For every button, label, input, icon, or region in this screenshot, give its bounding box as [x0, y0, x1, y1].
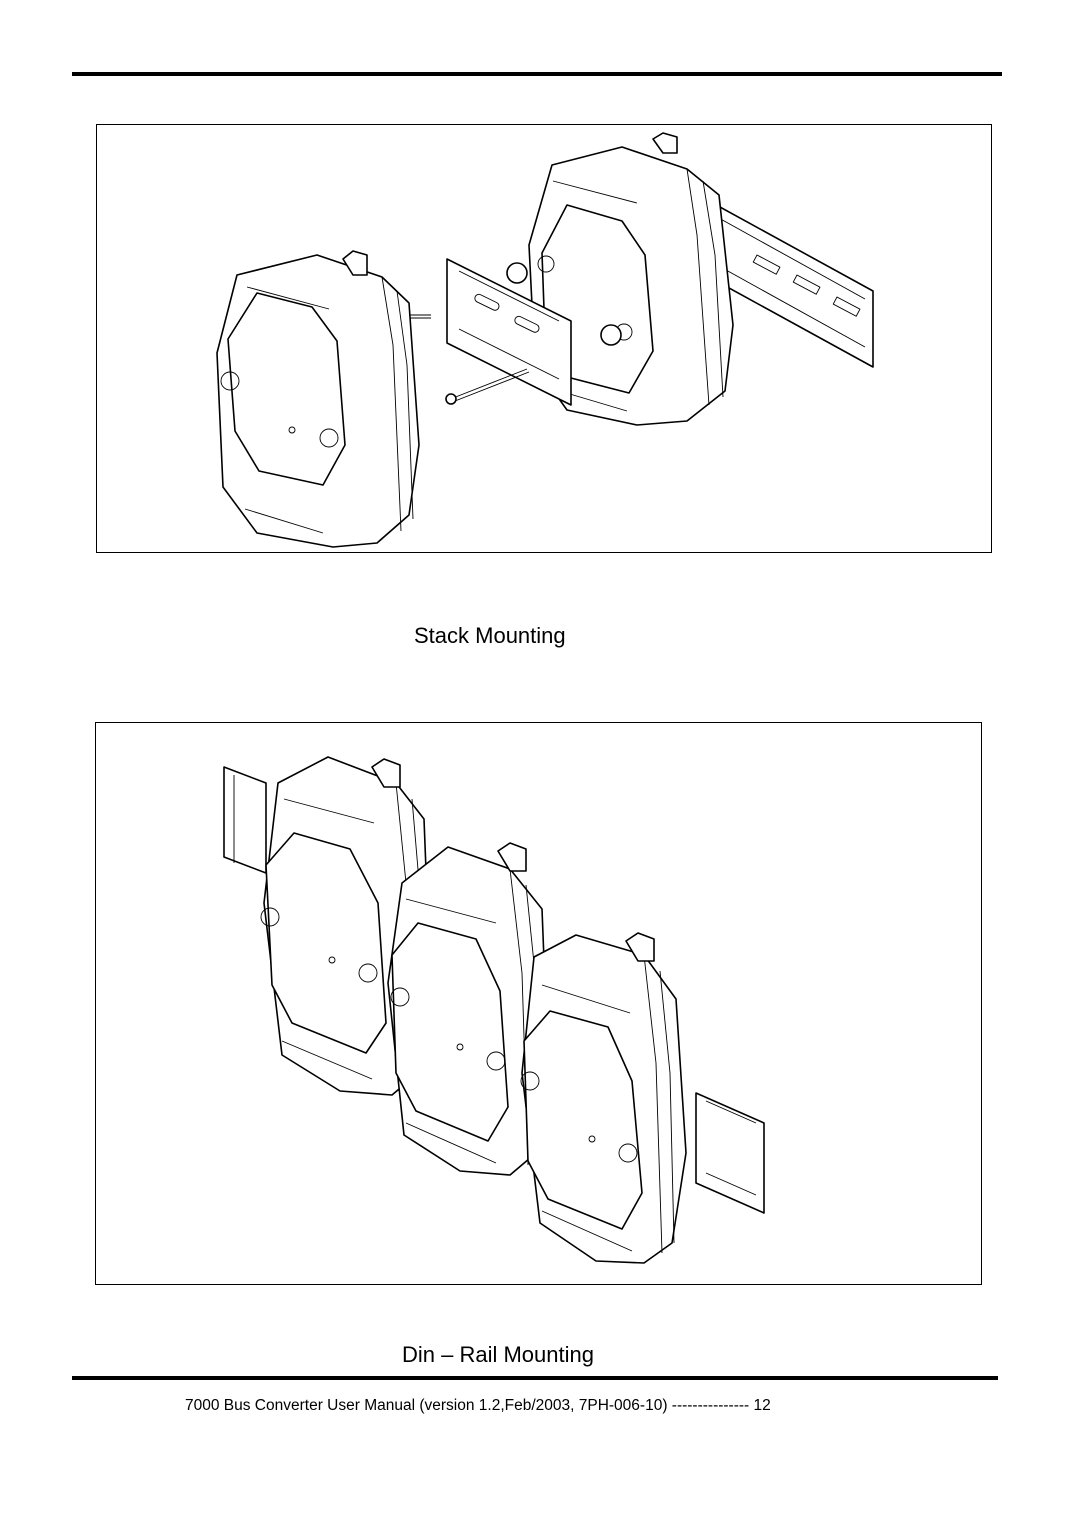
- stack-mounting-drawing: [216, 132, 874, 548]
- header-rule: [72, 72, 1002, 76]
- module-back: [528, 132, 734, 426]
- module-front: [216, 250, 420, 548]
- stack-mounting-caption: Stack Mounting: [414, 623, 566, 648]
- footer-rule: [72, 1376, 998, 1380]
- page-footer: 7000 Bus Converter User Manual (version …: [185, 1397, 771, 1414]
- stack-mounting-figure: [96, 124, 992, 553]
- din-rail-mounting-drawing: [223, 756, 765, 1264]
- module-left: [260, 756, 431, 1096]
- din-rail-mounting-caption: Din – Rail Mounting: [402, 1342, 594, 1367]
- module-middle: [387, 842, 549, 1176]
- module-right: [520, 932, 687, 1264]
- mounting-screws: [403, 314, 530, 405]
- stack-bracket: [446, 258, 622, 406]
- din-rail-back: [708, 200, 874, 368]
- din-rail-mounting-figure: [95, 722, 982, 1285]
